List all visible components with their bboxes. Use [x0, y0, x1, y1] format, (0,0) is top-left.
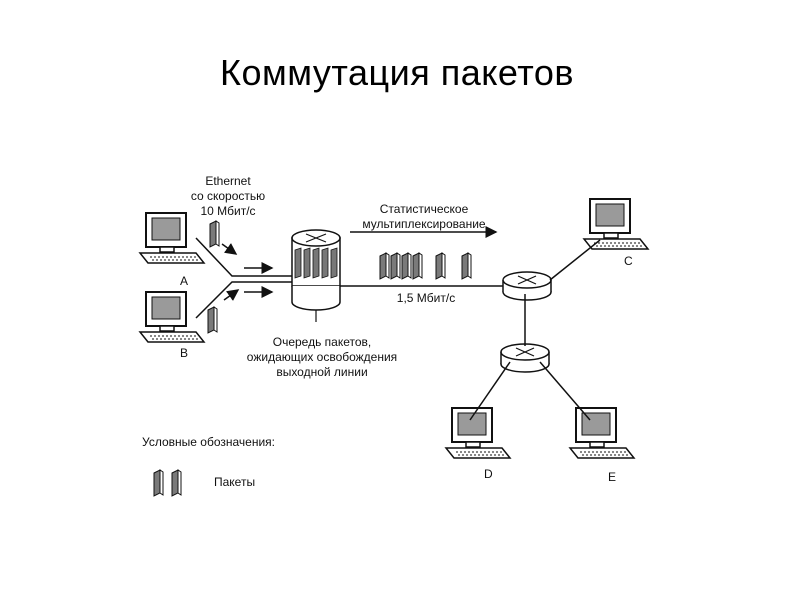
link-a: [195, 237, 296, 277]
link-c: [549, 239, 601, 281]
multiplexed-packets: [379, 252, 472, 280]
packet-arrow-b: [223, 289, 240, 301]
computer-a-icon: [139, 212, 205, 264]
link-speed-label: 1,5 Мбит/с: [397, 291, 455, 305]
ethernet-label-line2: со скоростью: [191, 189, 265, 203]
queue-label-line2: ожидающих освобождения: [247, 350, 397, 364]
multiplex-label-line1: Статистическое: [380, 202, 469, 216]
ethernet-label-line1: Ethernet: [205, 174, 251, 188]
router-bottom-icon: [500, 343, 550, 373]
packet-queue-multiplexer: [291, 229, 341, 322]
legend-packet-icon: [153, 469, 182, 497]
link-d: [469, 361, 511, 421]
computer-c-icon: [583, 198, 649, 250]
legend-title: Условные обозначения:: [142, 435, 275, 449]
packet-icon: [207, 306, 218, 334]
node-label-c: C: [624, 254, 633, 268]
packet-icon: [209, 220, 220, 248]
node-label-a: A: [180, 274, 188, 288]
computer-b-icon: [139, 291, 205, 343]
multiplex-label-line2: мультиплексирование: [362, 217, 485, 231]
node-label-e: E: [608, 470, 616, 484]
ethernet-label-line3: 10 Мбит/с: [200, 204, 255, 218]
computer-e-icon: [569, 407, 635, 459]
router-top-icon: [502, 271, 552, 301]
link-b: [195, 281, 296, 319]
queue-label-line1: Очередь пакетов,: [273, 335, 372, 349]
queue-label-line3: выходной линии: [276, 365, 367, 379]
link-e: [539, 361, 591, 421]
node-label-d: D: [484, 467, 493, 481]
computer-d-icon: [445, 407, 511, 459]
packet-arrow-a: [221, 243, 238, 255]
page-title: Коммутация пакетов: [220, 52, 574, 93]
node-label-b: B: [180, 346, 188, 360]
legend-packets-label: Пакеты: [214, 475, 255, 489]
